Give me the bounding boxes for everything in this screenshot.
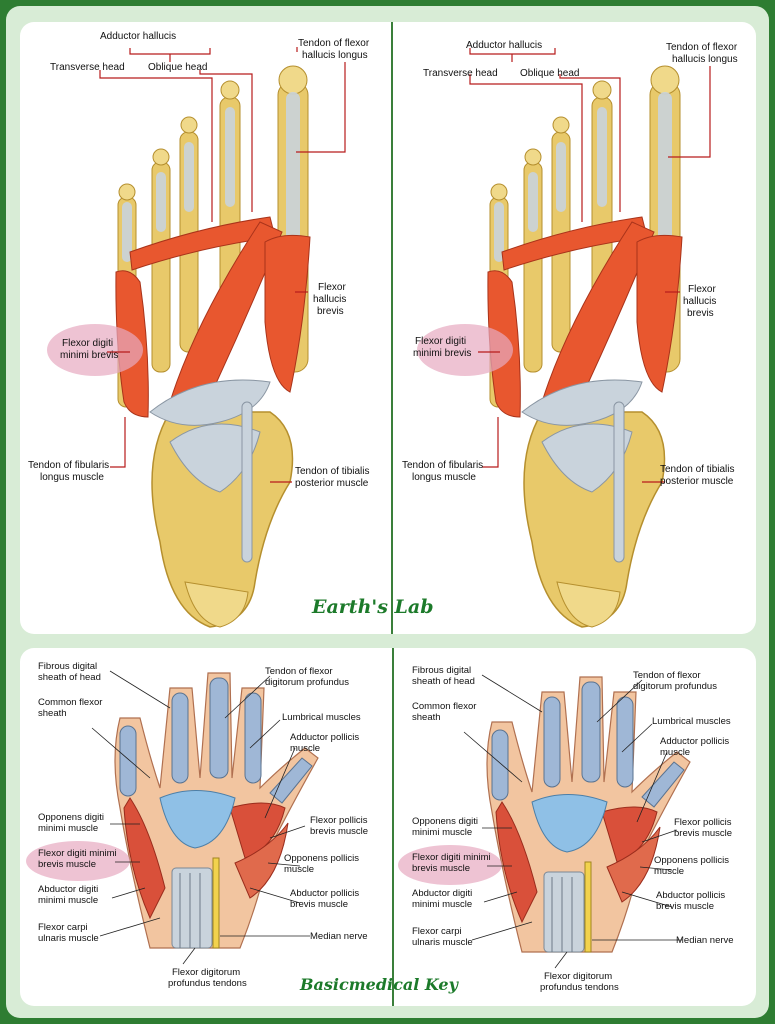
label-fibularis-1: Tendon of fibularis: [28, 460, 109, 471]
label-fdpt-1: Flexor digitorum: [544, 971, 612, 982]
label-tibialis-2: posterior muscle: [660, 476, 734, 487]
label-abddig-2: minimi muscle: [412, 899, 472, 910]
label-fibularis-2: longus muscle: [40, 472, 104, 483]
label-fcu-2: ulnaris muscle: [38, 933, 99, 944]
label-abdpol-1: Abductor pollicis: [656, 890, 725, 901]
label-fcu-1: Flexor carpi: [38, 922, 88, 933]
label-median: Median nerve: [676, 935, 734, 946]
label-addpol-2: muscle: [660, 747, 690, 758]
label-fhb-2: hallucis: [683, 296, 716, 307]
label-tfdp-1: Tendon of flexor: [633, 670, 701, 681]
label-oblique-head: Oblique head: [148, 62, 208, 73]
hand-drawing-right: Fibrous digital sheath of head Common fl…: [398, 665, 734, 993]
label-common-1: Common flexor: [38, 697, 102, 708]
label-addpol-1: Adductor pollicis: [290, 732, 359, 743]
label-opppol-2: muscle: [284, 864, 314, 875]
label-abdpol-2: brevis muscle: [656, 901, 714, 912]
label-tfdp-2: digitorum profundus: [633, 681, 717, 692]
label-opppol-1: Opponens pollicis: [654, 855, 729, 866]
label-tibialis-1: Tendon of tibialis: [660, 464, 735, 475]
label-oppdig-1: Opponens digiti: [38, 812, 104, 823]
label-common-1: Common flexor: [412, 701, 476, 712]
label-fdmb-1: Flexor digiti minimi: [412, 852, 491, 863]
label-fpb-2: brevis muscle: [310, 826, 368, 837]
hand-illustrations: Fibrous digital sheath of head Common fl…: [20, 648, 756, 1006]
label-tibialis-2: posterior muscle: [295, 478, 369, 489]
hand-panel: Fibrous digital sheath of head Common fl…: [20, 648, 756, 1006]
label-abddig-2: minimi muscle: [38, 895, 98, 906]
label-fdmb-2: brevis muscle: [412, 863, 470, 874]
label-fibrous-2: sheath of head: [412, 676, 475, 687]
label-fpb-2: brevis muscle: [674, 828, 732, 839]
label-fdmb-2: brevis muscle: [38, 859, 96, 870]
label-adductor-hallucis: Adductor hallucis: [100, 31, 176, 42]
label-fdmb-2: minimi brevis: [413, 348, 471, 359]
foot-illustrations: Adductor hallucis Transverse head Obliqu…: [20, 22, 756, 634]
watermark-earths-lab: Earth's Lab: [312, 596, 433, 618]
label-fdmb-1: Flexor digiti minimi: [38, 848, 117, 859]
label-addpol-2: muscle: [290, 743, 320, 754]
label-fdpt-1: Flexor digitorum: [172, 967, 240, 978]
label-fhb-3: brevis: [687, 308, 714, 319]
hand-drawing-left: Fibrous digital sheath of head Common fl…: [26, 661, 368, 989]
label-abdpol-1: Abductor pollicis: [290, 888, 359, 899]
label-fpb-1: Flexor pollicis: [674, 817, 732, 828]
label-oblique-head: Oblique head: [520, 68, 580, 79]
foot-panel: Adductor hallucis Transverse head Obliqu…: [20, 22, 756, 634]
label-fhb-3: brevis: [317, 306, 344, 317]
label-adductor-hallucis: Adductor hallucis: [466, 40, 542, 51]
label-tibialis-1: Tendon of tibialis: [295, 466, 370, 477]
label-abdpol-2: brevis muscle: [290, 899, 348, 910]
label-oppdig-2: minimi muscle: [38, 823, 98, 834]
label-fdmb-1: Flexor digiti: [62, 338, 113, 349]
label-tfdp-2: digitorum profundus: [265, 677, 349, 688]
label-opppol-1: Opponens pollicis: [284, 853, 359, 864]
label-abddig-1: Abductor digiti: [412, 888, 472, 899]
label-tendon-fhl-2: hallucis longus: [302, 50, 368, 61]
label-tendon-fhl-1: Tendon of flexor: [666, 42, 738, 53]
label-opppol-2: muscle: [654, 866, 684, 877]
label-fibrous-1: Fibrous digital: [38, 661, 97, 672]
label-fhb-1: Flexor: [688, 284, 716, 295]
watermark-basicmedical-key: Basicmedical Key: [300, 975, 458, 994]
label-common-2: sheath: [412, 712, 441, 723]
label-addpol-1: Adductor pollicis: [660, 736, 729, 747]
label-fcu-1: Flexor carpi: [412, 926, 462, 937]
label-fhb-1: Flexor: [318, 282, 346, 293]
foot-drawing-left: Adductor hallucis Transverse head Obliqu…: [28, 31, 370, 627]
label-fcu-2: ulnaris muscle: [412, 937, 473, 948]
label-fibularis-1: Tendon of fibularis: [402, 460, 483, 471]
foot-drawing-right: Adductor hallucis Transverse head Obliqu…: [402, 40, 738, 627]
label-tendon-fhl-1: Tendon of flexor: [298, 38, 370, 49]
label-fdmb-2: minimi brevis: [60, 350, 118, 361]
label-lumbrical: Lumbrical muscles: [652, 716, 731, 727]
label-fdmb-1: Flexor digiti: [415, 336, 466, 347]
label-lumbrical: Lumbrical muscles: [282, 712, 361, 723]
label-transverse-head: Transverse head: [50, 62, 125, 73]
label-fdpt-2: profundus tendons: [540, 982, 619, 993]
label-median: Median nerve: [310, 931, 368, 942]
label-fibrous-2: sheath of head: [38, 672, 101, 683]
label-fibularis-2: longus muscle: [412, 472, 476, 483]
label-fhb-2: hallucis: [313, 294, 346, 305]
label-oppdig-1: Opponens digiti: [412, 816, 478, 827]
label-fibrous-1: Fibrous digital: [412, 665, 471, 676]
label-abddig-1: Abductor digiti: [38, 884, 98, 895]
label-common-2: sheath: [38, 708, 67, 719]
label-tendon-fhl-2: hallucis longus: [672, 54, 738, 65]
label-transverse-head: Transverse head: [423, 68, 498, 79]
label-fdpt-2: profundus tendons: [168, 978, 247, 989]
label-oppdig-2: minimi muscle: [412, 827, 472, 838]
label-tfdp-1: Tendon of flexor: [265, 666, 333, 677]
label-fpb-1: Flexor pollicis: [310, 815, 368, 826]
